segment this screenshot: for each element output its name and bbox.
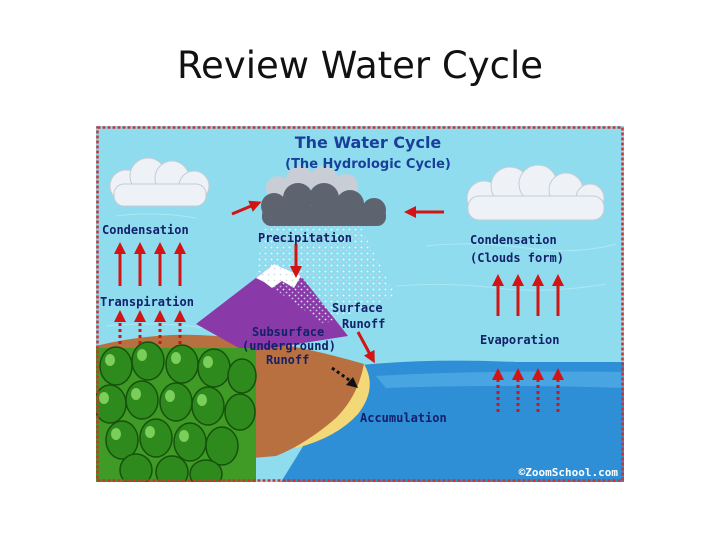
water-cycle-diagram: The Water Cycle (The Hydrologic Cycle) C…: [96, 126, 624, 482]
diagram-subtitle: (The Hydrologic Cycle): [285, 157, 451, 172]
label-accumulation: Accumulation: [360, 411, 447, 425]
label-condensation-left: Condensation: [102, 223, 189, 237]
diagram-border: [96, 126, 624, 482]
label-subsurface: Subsurface: [252, 325, 324, 339]
label-surface: Surface: [332, 301, 383, 315]
credit: ©ZoomSchool.com: [519, 466, 619, 479]
label-precipitation: Precipitation: [258, 231, 352, 245]
arrows: [114, 200, 564, 364]
label-condensation-right: Condensation: [470, 233, 557, 247]
cloud-icon: [109, 157, 210, 207]
rain-cloud-icon: [261, 166, 386, 226]
diagram-title: The Water Cycle: [295, 133, 442, 152]
underground-arrowhead: [346, 377, 358, 388]
mountain-icon: [196, 264, 348, 352]
cloud-icon-right: [466, 164, 605, 221]
label-underground: (underground): [242, 339, 336, 353]
dashed-arrows: [114, 310, 564, 412]
label-transpiration: Transpiration: [100, 295, 194, 309]
underground-arrow: [331, 366, 353, 384]
label-subsurface-runoff: Runoff: [266, 353, 309, 367]
label-evaporation: Evaporation: [480, 333, 559, 347]
rain: [256, 222, 396, 324]
tree-icon: [96, 341, 257, 482]
label-clouds-form: (Clouds form): [470, 251, 564, 265]
slide-title: Review Water Cycle: [176, 44, 544, 87]
label-runoff: Runoff: [342, 317, 385, 331]
